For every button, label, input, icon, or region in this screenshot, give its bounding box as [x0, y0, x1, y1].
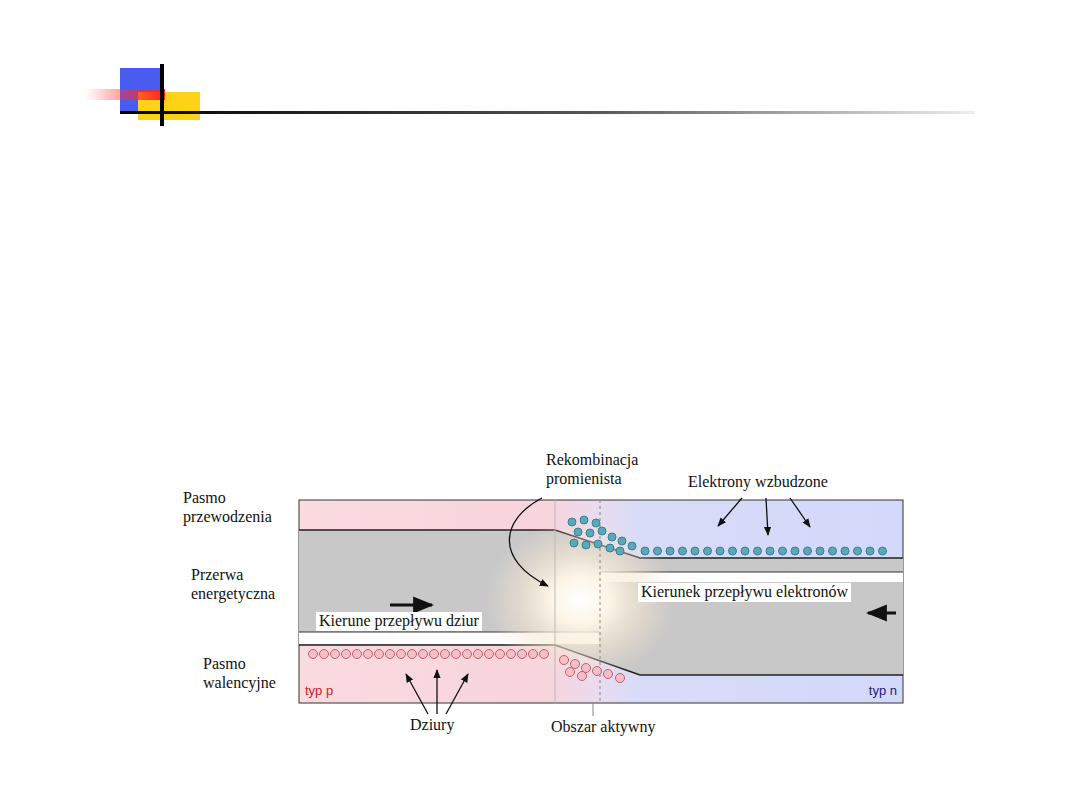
electron-dot: [592, 519, 600, 527]
hole-dot: [309, 650, 318, 659]
electron-dot: [779, 547, 787, 555]
electron-dot: [804, 547, 812, 555]
hole-dot: [452, 650, 461, 659]
hole-dot: [419, 650, 428, 659]
electron-dot: [679, 547, 687, 555]
electron-dot: [580, 516, 588, 524]
leader-line: [593, 703, 594, 716]
electron-dot: [570, 539, 578, 547]
hole-dot: [485, 650, 494, 659]
electron-dot: [791, 547, 799, 555]
flow-label: Kierune przepływu dziur: [316, 612, 482, 631]
electron-dot: [729, 547, 737, 555]
junction-frame: [299, 500, 903, 703]
hole-dot: [320, 650, 329, 659]
electron-dot: [841, 547, 849, 555]
hole-dot: [529, 650, 538, 659]
hole-dot: [566, 668, 575, 677]
hole-dot: [571, 660, 580, 669]
hole-dot: [331, 650, 340, 659]
deco-line: [120, 111, 975, 114]
electron-dot: [654, 547, 662, 555]
electron-dot: [666, 547, 674, 555]
electron-dot: [628, 542, 636, 550]
electron-flow-arrow: [868, 612, 896, 615]
electron-dot: [606, 544, 614, 552]
hole-dot: [463, 650, 472, 659]
electron-dot: [608, 533, 616, 541]
recombination-arrow: [509, 498, 548, 586]
electron-dot: [829, 547, 837, 555]
electron-dot: [586, 529, 594, 537]
p-type-region: typ p: [299, 500, 600, 703]
region-type-label: typ n: [869, 684, 897, 698]
region-type-label: typ p: [305, 684, 333, 698]
electron-dot: [594, 540, 602, 548]
carriers: [309, 516, 887, 683]
hole-dot: [408, 650, 417, 659]
hole-dot: [540, 650, 549, 659]
deco-line: [160, 64, 164, 126]
region-label: Obszar aktywny: [551, 718, 655, 737]
electron-dot: [704, 547, 712, 555]
hole-dot: [342, 650, 351, 659]
hole-dot: [353, 650, 362, 659]
electron-dot: [866, 547, 874, 555]
leader-arrow: [406, 674, 428, 714]
hole-dot: [593, 667, 602, 676]
electron-dot: [691, 547, 699, 555]
electron-dot: [766, 547, 774, 555]
hole-dot: [560, 656, 569, 665]
flow-label: Kierunek przepływu elektronów: [638, 583, 851, 602]
carrier-label: Elektrony wzbudzone: [688, 473, 888, 492]
leader-arrow: [766, 498, 768, 535]
leader-arrow: [446, 674, 468, 714]
leader-arrow: [718, 498, 742, 526]
hole-dot: [518, 650, 527, 659]
electron-dot: [616, 547, 624, 555]
leader-arrow: [790, 498, 810, 527]
electron-dot: [618, 537, 626, 545]
electron-dot: [716, 547, 724, 555]
hole-dot: [375, 650, 384, 659]
electron-dot: [879, 547, 887, 555]
carrier-label: Dziury: [410, 716, 454, 735]
electron-dot: [741, 547, 749, 555]
band-label: Pasmo walencyjne: [203, 655, 298, 693]
hole-dot: [430, 650, 439, 659]
hole-dot: [604, 670, 613, 679]
electron-dot: [598, 527, 606, 535]
hole-dot: [397, 650, 406, 659]
leader-arrow: [436, 670, 437, 714]
band-label: Przerwa energetyczna: [191, 566, 299, 604]
electron-dot: [574, 528, 582, 536]
active-region-border: [555, 500, 556, 703]
hole-dot: [441, 650, 450, 659]
hole-dot: [364, 650, 373, 659]
electron-dot: [854, 547, 862, 555]
electron-dot: [582, 541, 590, 549]
deco-bar: [85, 89, 165, 100]
electron-dot: [641, 547, 649, 555]
electron-dot: [816, 547, 824, 555]
electron-dot: [568, 518, 576, 526]
electron-dot: [754, 547, 762, 555]
hole-dot: [496, 650, 505, 659]
hole-dot: [386, 650, 395, 659]
band-label: Pasmo przewodzenia: [183, 489, 298, 527]
hole-flow-arrow: [390, 604, 432, 607]
hole-dot: [578, 672, 587, 681]
process-label: Rekombinacja promienista: [546, 451, 664, 489]
hole-dot: [474, 650, 483, 659]
hole-dot: [507, 650, 516, 659]
hole-dot: [616, 674, 625, 683]
